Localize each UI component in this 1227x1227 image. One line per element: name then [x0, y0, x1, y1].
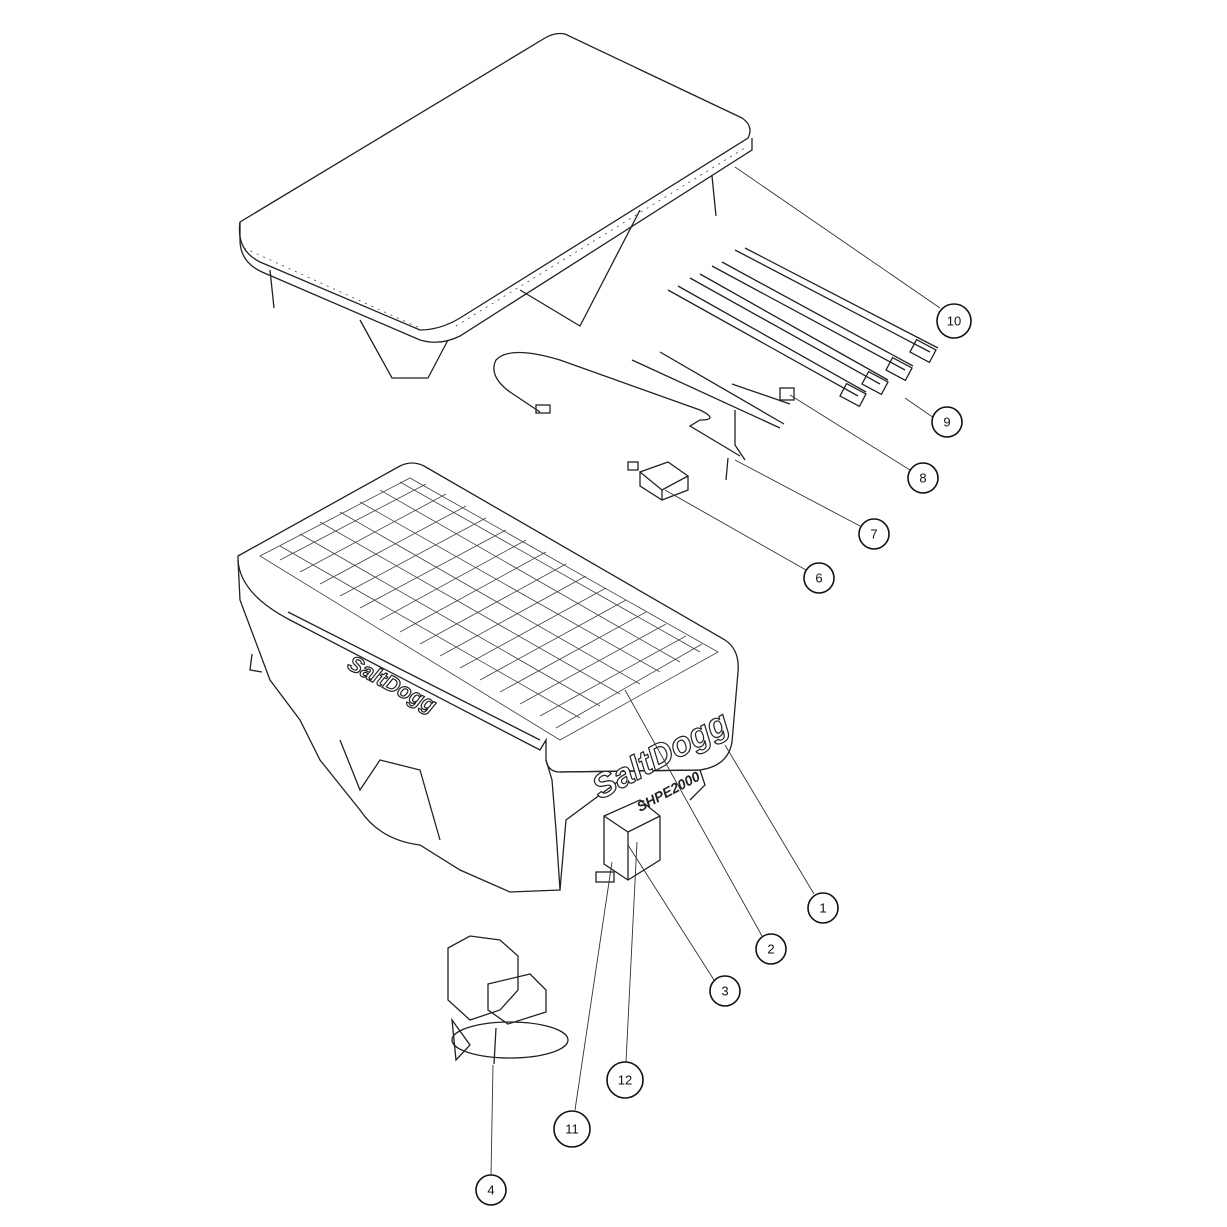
callout-4: 4: [475, 1174, 507, 1206]
callout-number: 3: [721, 984, 728, 999]
callout-number: 4: [487, 1183, 494, 1198]
callout-2: 2: [755, 933, 787, 965]
wiring-harness-part: [493, 351, 791, 481]
connector-part: [779, 387, 795, 401]
callout-12: 12: [606, 1061, 644, 1099]
spinner-assembly-part: [447, 935, 569, 1065]
callout-number: 10: [947, 314, 961, 329]
tarp-cover-part: [238, 32, 753, 379]
callout-number: 8: [919, 471, 926, 486]
callout-number: 7: [870, 527, 877, 542]
callout-number: 1: [819, 901, 826, 916]
callout-9: 9: [931, 406, 963, 438]
callout-10: 10: [936, 303, 972, 339]
callout-8: 8: [907, 462, 939, 494]
callout-number: 9: [943, 415, 950, 430]
leader-lines: [490, 166, 941, 1177]
callout-7: 7: [858, 518, 890, 550]
hopper-screen-part: [259, 477, 719, 741]
callout-6: 6: [803, 562, 835, 594]
callout-number: 2: [767, 942, 774, 957]
callout-number: 12: [618, 1073, 632, 1088]
control-module-part: [627, 461, 690, 501]
callout-1: 1: [807, 892, 839, 924]
callout-3: 3: [709, 975, 741, 1007]
hopper-body-part: SaltDogg SHPE2000 SaltDogg: [237, 462, 739, 893]
callout-number: 6: [815, 571, 822, 586]
callout-number: 11: [565, 1122, 579, 1137]
tie-down-straps-part: [667, 247, 939, 408]
side-brand-logo: SaltDogg: [344, 650, 441, 718]
callout-11: 11: [553, 1110, 591, 1148]
motor-bracket-part: [595, 799, 661, 883]
